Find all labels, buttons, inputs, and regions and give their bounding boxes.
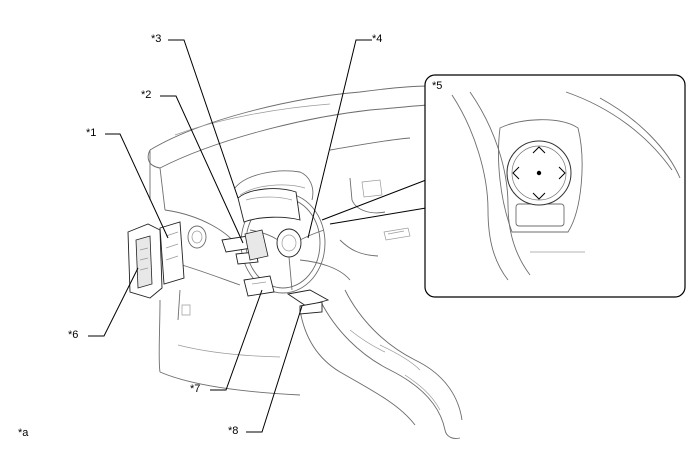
callout-a: *a — [18, 427, 29, 439]
meter-cluster — [237, 188, 301, 223]
callout-2: *2 — [141, 89, 152, 101]
column-bracket — [243, 275, 275, 297]
callout-3: *3 — [151, 33, 162, 45]
callout-4: *4 — [372, 33, 383, 45]
arrow-up-icon — [532, 146, 546, 154]
switch-pad-icon — [498, 119, 583, 233]
callout-6: *6 — [68, 329, 79, 341]
arrow-right-icon — [558, 166, 566, 180]
combination-switch — [221, 229, 269, 265]
ecu-module — [127, 223, 163, 299]
callout-1: *1 — [86, 127, 97, 139]
junction-block — [159, 221, 185, 285]
dashboard-icon — [147, 85, 463, 439]
arrow-left-icon — [512, 166, 520, 180]
callout-7: *7 — [190, 383, 201, 395]
leader-lines — [88, 39, 427, 433]
arrow-down-icon — [532, 192, 546, 200]
floor-module — [286, 289, 330, 315]
callout-8: *8 — [228, 425, 239, 437]
callout-5: *5 — [432, 80, 443, 92]
detail-inset — [424, 74, 686, 298]
